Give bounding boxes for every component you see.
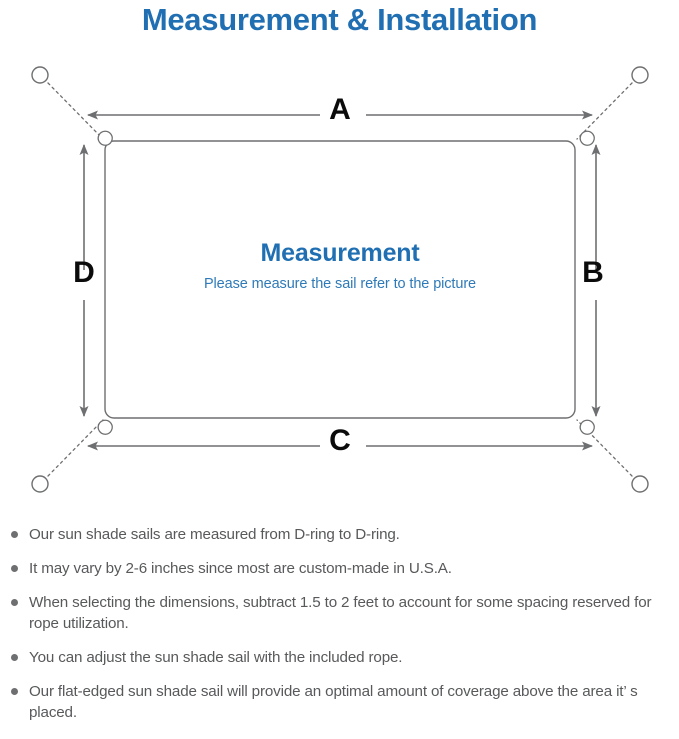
list-item-text: Our sun shade sails are measured from D-…	[29, 526, 400, 543]
notes-list: Our sun shade sails are measured from D-…	[0, 524, 679, 736]
list-item: Our flat-edged sun shade sail will provi…	[0, 681, 679, 723]
d-ring-bottom-right-icon	[579, 419, 595, 435]
sail-caption: Measurement Please measure the sail refe…	[105, 238, 575, 294]
anchor-line-top-right	[576, 82, 633, 140]
list-item-text: You can adjust the sun shade sail with t…	[29, 649, 403, 666]
anchor-ring-bottom-left-icon	[31, 475, 49, 493]
list-item: It may vary by 2-6 inches since most are…	[0, 558, 679, 579]
list-item: When selecting the dimensions, subtract …	[0, 592, 679, 634]
anchor-ring-top-right-icon	[631, 66, 649, 84]
anchor-ring-bottom-right-icon	[631, 475, 649, 493]
bullet-icon	[11, 654, 18, 661]
dimension-label-d: D	[73, 256, 95, 289]
page-title: Measurement & Installation	[141, 2, 538, 37]
list-item: Our sun shade sails are measured from D-…	[0, 524, 679, 545]
bullet-icon	[11, 688, 18, 695]
anchor-line-bottom-left	[47, 419, 104, 477]
diagram-graphics	[31, 66, 649, 493]
sail-caption-subtitle: Please measure the sail refer to the pic…	[203, 276, 477, 292]
sail-body	[104, 140, 576, 419]
sail-measurement-diagram: A B C D Measurement Please measure the s…	[0, 48, 679, 510]
dimension-label-b: B	[582, 256, 604, 289]
list-item-text: When selecting the dimensions, subtract …	[29, 594, 652, 632]
d-ring-top-right-icon	[579, 130, 595, 146]
bullet-icon	[11, 531, 18, 538]
list-item-text: It may vary by 2-6 inches since most are…	[29, 560, 452, 577]
bullet-icon	[11, 599, 18, 606]
d-ring-bottom-left-icon	[97, 419, 113, 435]
list-item-text: Our flat-edged sun shade sail will provi…	[29, 683, 638, 721]
anchor-ring-top-left-icon	[31, 66, 49, 84]
bullet-icon	[11, 565, 18, 572]
dimension-label-c: C	[329, 424, 351, 457]
d-ring-top-left-icon	[97, 130, 113, 146]
sail-caption-title: Measurement	[260, 239, 420, 267]
anchor-line-top-left	[47, 82, 104, 140]
list-item: You can adjust the sun shade sail with t…	[0, 647, 679, 668]
dimension-label-a: A	[329, 93, 351, 126]
